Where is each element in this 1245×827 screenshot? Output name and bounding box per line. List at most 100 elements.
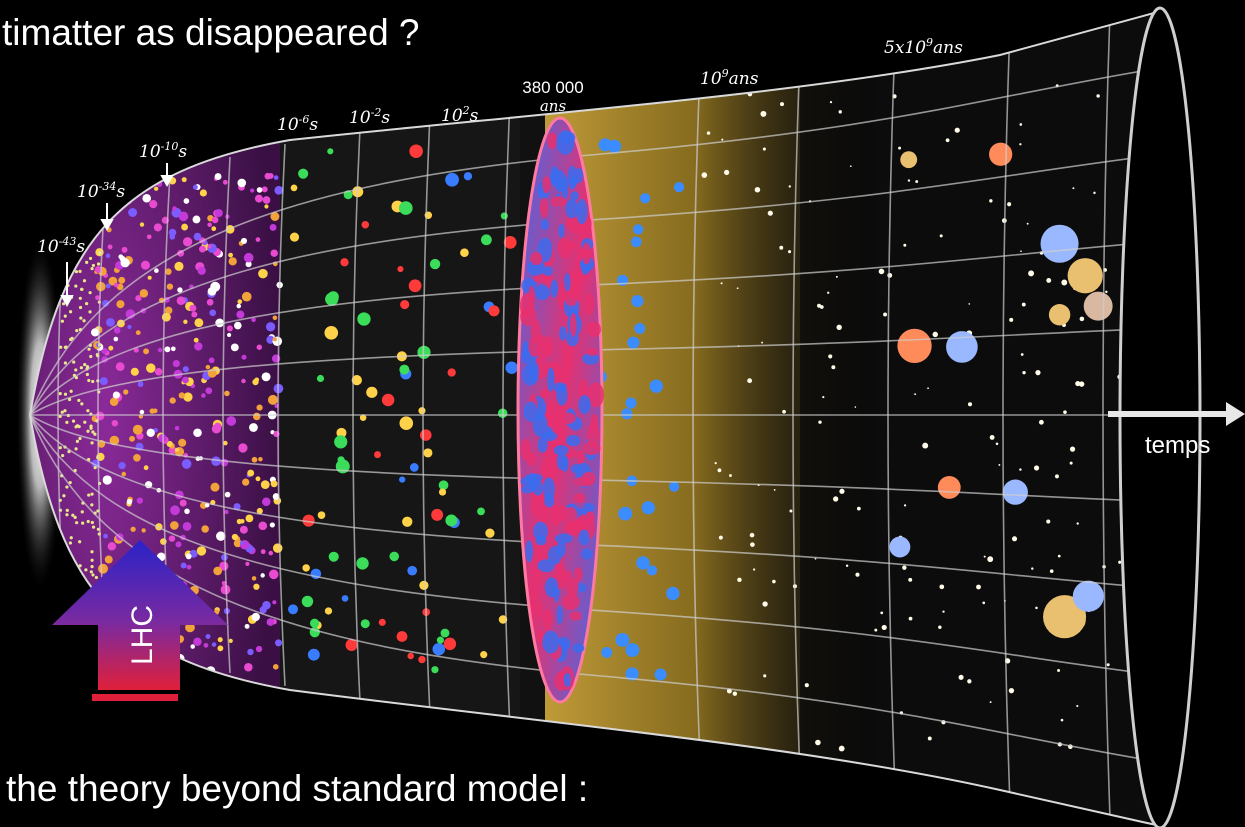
quark-particle [273,175,279,180]
inflation-particle [88,256,93,261]
star-particle [922,442,929,449]
inflation-particle [60,541,64,545]
quark-particle [186,564,192,570]
star-particle [967,402,973,407]
quark-particle [164,346,171,353]
inflation-particle [78,269,82,273]
quark-particle [230,343,239,352]
time-arrow: temps [1108,402,1245,459]
inflation-particle [90,267,94,271]
nucleus-particle [302,564,310,572]
galaxy-blob [1067,611,1086,630]
cmb-spot [528,336,541,357]
quark-particle [272,337,278,342]
quark-particle [169,397,176,404]
quark-particle [194,342,203,351]
galaxies-region [800,10,1165,827]
star-particle [1096,94,1100,98]
star-particle [939,234,943,238]
inflation-particle [79,316,83,320]
inflation-particle [65,513,69,517]
cmb-spot [574,567,583,583]
nucleus-particle [480,234,492,246]
quark-particle [192,215,201,224]
cmb-fluctuations [519,130,604,691]
star-particle [817,303,822,308]
inflation-particle [72,360,76,364]
star-particle [849,165,852,168]
star-particle [958,674,964,680]
quark-particle [169,233,176,240]
quark-particle [191,311,198,318]
star-particle [818,420,822,424]
nucleus-particle [290,184,298,192]
star-particle [1106,663,1110,667]
quark-particle [256,404,263,411]
quark-particle [245,514,254,523]
quark-particle [224,509,229,515]
quark-particle [98,563,108,574]
inflation-particle [65,258,69,262]
atom-particle [618,506,633,521]
star-particle [1021,302,1026,307]
cmb-spot [550,196,567,208]
grid-meridian [30,414,1165,677]
cmb-spot [530,496,543,517]
nucleus-particle [381,393,395,407]
quark-particle [217,637,223,643]
inflation-particle [87,493,91,497]
nucleus-particle [477,507,485,516]
star-particle [880,611,884,615]
cmb-spot [550,279,558,298]
quark-particle [207,244,212,249]
quark-particle [211,226,217,232]
quark-particle [157,347,163,353]
cmb-spot [541,431,558,442]
galaxy-blob [946,331,978,363]
cmb-spot [535,284,550,301]
inflation-particle [89,570,93,574]
inflation-particle [58,446,62,450]
nucleus-particle [419,429,432,441]
star-particle [1046,277,1052,283]
inflation-particle [63,392,68,396]
quark-particle [139,222,145,227]
star-particle [854,406,857,408]
quark-particle [260,549,266,555]
cmb-spot [553,445,569,456]
atom-particle [641,501,655,515]
quark-particle [95,411,105,421]
star-particle [1019,468,1022,471]
quark-particle [274,185,284,195]
quark-particle [95,295,100,301]
nucleus-particle [445,172,459,187]
star-particle [762,147,766,151]
inflation-particle [77,398,81,403]
star-particle [767,210,773,216]
inflation-particle [75,424,80,428]
cmb-spot [540,389,550,399]
quark-particle [176,296,186,306]
quark-particle [254,194,263,203]
nucleus-particle [445,514,458,527]
atom-particle [627,336,640,349]
star-particle [1028,270,1035,277]
cmb-spot [573,492,586,504]
star-particle [976,584,981,590]
quark-particle [197,266,206,275]
heading-antimatter-question: timatter as disappeared ? [2,12,420,53]
quark-particle [113,327,121,334]
nucleus-particle [337,456,345,464]
quark-particle [214,173,222,180]
quark-particle [168,228,177,237]
nucleus-particle [399,476,406,483]
star-particle [1063,410,1067,414]
star-particle [721,138,724,141]
quark-particle [207,222,212,227]
quark-particle [270,249,278,257]
quark-particle [228,638,233,643]
quark-particle [236,303,242,309]
label-10-9ans: 109ans [700,67,759,89]
cmb-spot [570,464,583,474]
star-particle [1046,519,1051,524]
